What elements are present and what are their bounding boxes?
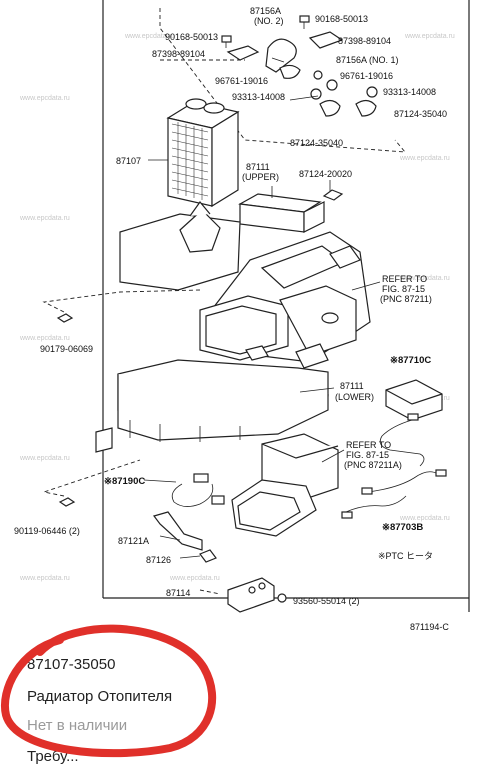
svg-text:(NO. 2): (NO. 2) <box>254 16 284 26</box>
svg-text:www.epcdata.ru: www.epcdata.ru <box>19 335 70 342</box>
part-name: Радиатор Отопителя <box>27 688 173 705</box>
dashed-leader-90179 <box>42 289 201 313</box>
svg-text:www.epcdata.ru: www.epcdata.ru <box>404 33 455 40</box>
svg-text:(PNC 87211A): (PNC 87211A) <box>344 460 402 470</box>
svg-text:(UPPER): (UPPER) <box>242 172 279 182</box>
svg-text:93560-55014 (2): 93560-55014 (2) <box>293 596 360 606</box>
svg-text:www.epcdata.ru: www.epcdata.ru <box>399 515 450 522</box>
clip-87124-20020 <box>322 189 344 201</box>
svg-text:※87190C: ※87190C <box>104 476 145 487</box>
svg-text:(PNC 87211): (PNC 87211) <box>380 294 432 304</box>
svg-text:96761-19016: 96761-19016 <box>340 71 393 81</box>
svg-text:87121A: 87121A <box>118 536 149 546</box>
svg-text:www.epcdata.ru: www.epcdata.ru <box>399 155 450 162</box>
svg-text:87124-20020: 87124-20020 <box>299 169 352 179</box>
wire-harness-87190C <box>171 473 225 507</box>
svg-text:www.epcdata.ru: www.epcdata.ru <box>169 575 220 582</box>
svg-text:87114: 87114 <box>166 588 190 598</box>
ptc-heater-assembly <box>231 433 339 537</box>
svg-text:90168-50013: 90168-50013 <box>165 32 218 42</box>
screw-93560 <box>277 593 287 603</box>
screw-90179 <box>56 313 74 323</box>
product-info-panel: 87107-35050 Радиатор Отопителя Нет в нал… <box>0 640 480 768</box>
leader-lines <box>143 57 381 559</box>
svg-text:(LOWER): (LOWER) <box>335 392 374 402</box>
heater-housing-main <box>119 201 371 369</box>
dashed-leader-87114 <box>199 589 221 595</box>
heater-core-87107 <box>166 98 240 208</box>
label-87107: 87107 <box>116 156 141 166</box>
part-labels: 87156A (NO. 2) 90168-50013 90168-50013 8… <box>14 6 449 632</box>
heater-case-upper <box>238 193 325 233</box>
bracket-87121A <box>152 511 203 551</box>
svg-text:www.epcdata.ru: www.epcdata.ru <box>19 455 70 462</box>
svg-text:www.epcdata.ru: www.epcdata.ru <box>124 33 175 40</box>
part-number: 87107-35050 <box>27 656 116 673</box>
svg-text:87126: 87126 <box>146 555 171 565</box>
dashed-leader-90119 <box>42 459 141 497</box>
svg-text:87398-89104: 87398-89104 <box>152 49 205 59</box>
svg-text:87398-89104: 87398-89104 <box>338 36 391 46</box>
svg-text:90168-50013: 90168-50013 <box>315 14 368 24</box>
svg-text:93313-14008: 93313-14008 <box>383 87 436 97</box>
clip-87126 <box>199 549 217 563</box>
bracket-87114 <box>227 577 275 613</box>
svg-text:93313-14008: 93313-14008 <box>232 92 285 102</box>
svg-text:90179-06069: 90179-06069 <box>40 344 93 354</box>
svg-text:REFER TO: REFER TO <box>382 274 427 284</box>
svg-text:90119-06446 (2): 90119-06446 (2) <box>14 526 80 536</box>
heater-case-lower <box>95 359 329 453</box>
availability-status: Нет в наличии <box>27 717 128 734</box>
svg-text:www.epcdata.ru: www.epcdata.ru <box>19 215 70 222</box>
svg-text:96761-19016: 96761-19016 <box>215 76 268 86</box>
svg-text:87111: 87111 <box>340 381 364 391</box>
svg-text:87156A (NO. 1): 87156A (NO. 1) <box>336 55 399 65</box>
svg-text:※PTC ヒータ: ※PTC ヒータ <box>378 551 433 561</box>
extra-info-text: Требу... <box>27 748 79 765</box>
svg-text:FIG. 87-15: FIG. 87-15 <box>382 284 425 294</box>
figure-code: 871194-C <box>410 622 449 632</box>
svg-text:※87703B: ※87703B <box>382 522 423 533</box>
label-87156A-2: 87156A <box>250 6 281 16</box>
svg-text:www.epcdata.ru: www.epcdata.ru <box>19 575 70 582</box>
wire-harness-87703B <box>341 469 447 519</box>
svg-text:87111: 87111 <box>246 162 270 172</box>
screw-90119 <box>58 497 76 507</box>
svg-text:REFER TO: REFER TO <box>346 440 391 450</box>
svg-text:87124-35040: 87124-35040 <box>290 138 343 148</box>
control-module-87710C <box>379 379 443 467</box>
svg-text:※87710C: ※87710C <box>390 355 431 366</box>
svg-text:87124-35040: 87124-35040 <box>394 109 447 119</box>
svg-text:www.epcdata.ru: www.epcdata.ru <box>19 95 70 102</box>
svg-text:www.epcdata.ru: www.epcdata.ru <box>399 275 450 282</box>
svg-text:FIG. 87-15: FIG. 87-15 <box>346 450 389 460</box>
top-fasteners <box>221 15 378 117</box>
